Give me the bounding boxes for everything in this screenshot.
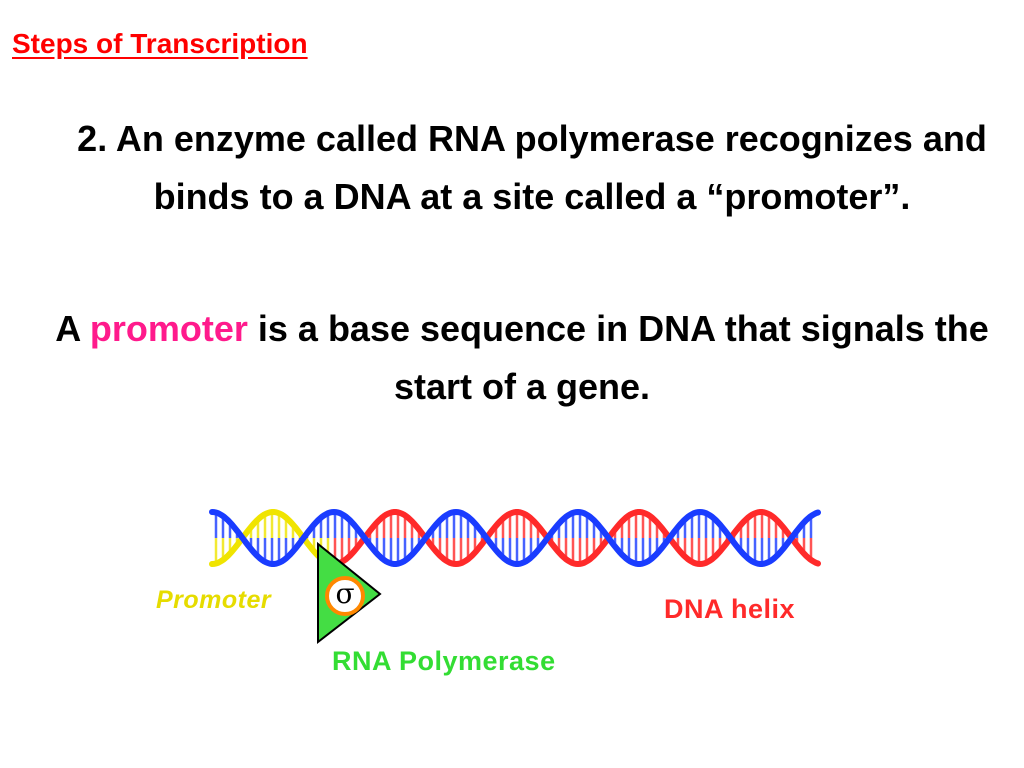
dna-helix-label: DNA helix — [664, 594, 796, 624]
definition-suffix: is a base sequence in DNA that signals t… — [247, 308, 989, 407]
definition-prefix: A — [55, 308, 90, 349]
rna-polymerase-label: RNA Polymerase — [332, 646, 556, 676]
sigma-factor-icon: σ — [325, 576, 365, 616]
red-strand — [327, 509, 821, 568]
dna-strands — [209, 508, 821, 568]
promoter-definition: A promoter is a base sequence in DNA tha… — [40, 300, 1004, 416]
blue-strand — [209, 508, 821, 567]
transcription-diagram: σ Promoter DNA helix RNA Polymerase — [140, 490, 840, 690]
step-2-text: 2. An enzyme called RNA polymerase recog… — [77, 118, 987, 217]
promoter-label: Promoter — [156, 586, 272, 614]
promoter-strand — [209, 509, 333, 567]
slide-title: Steps of Transcription — [12, 28, 308, 59]
promoter-term: promoter — [89, 308, 248, 349]
